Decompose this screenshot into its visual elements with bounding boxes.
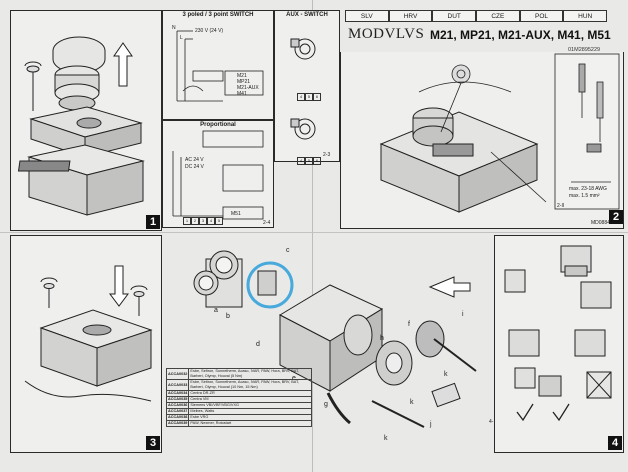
adapter-code: ACCA0035 [165,396,190,403]
panel-1: 1 [10,10,162,231]
panel-4-orientation-drawing [504,245,612,422]
callout-k3: k [384,435,388,442]
wiring-label-m21-aux: M21-AUX [237,85,259,91]
section-title-aux: AUX - SWITCH [286,12,328,18]
prop-terminal-2: 2 [191,217,199,225]
wiring-label-mp21: MP21 [237,79,251,85]
prop-terminal-1: 1 [183,217,191,225]
aux-terminal-4b: 4 [297,157,305,165]
wiring-label-n: N [172,25,176,31]
brand-logo: MODVLVS [348,26,425,42]
proportional-model-label: M51 [231,211,241,217]
panel-4: 4- 4 [489,235,624,453]
panel-2-terminal-drawing [379,53,620,213]
wiring-diagram-3point: 3 poled / 3 point SWITCH N L 230 V (24 V… [162,10,274,120]
lang-hun: HUN [563,10,608,22]
panel-1-actuator-drawing [17,36,145,216]
panel-2-number: 2 [609,210,623,224]
lang-hrv: HRV [388,10,433,22]
drawing-id: MD0884343 [591,220,619,226]
wire-note-mm2: max. 1.5 mm² [569,193,600,199]
exploded-view-drawing [193,250,477,428]
adapter-code: ACCA0036 [165,402,190,409]
prop-terminal-4: 4 [207,217,215,225]
callout-d: d [256,341,260,348]
proportional-schematic [172,130,264,220]
aux-terminal-5: 5 [305,93,313,101]
callout-b: b [226,313,230,320]
adapter-code: ACCA0033 [165,379,190,391]
panel-2-ref: 2-II [557,203,565,209]
section-title-proportional: Proportional [200,122,236,128]
callout-f: f [408,321,410,328]
lang-pol: POL [519,10,564,22]
proportional-ref: 2-4 [263,220,271,226]
wiring-label-m41: M41 [237,91,247,97]
prop-terminal-3: 3 [199,217,207,225]
adapter-code: ACCA0034 [165,390,190,397]
panel-3-mounting-drawing [24,265,153,402]
adapter-code: ACCA0032 [165,368,190,380]
wiring-label-l: L [180,35,183,41]
adapter-code: ACCA0037 [165,408,190,415]
document-number: 01M2895229 [568,47,601,53]
adapter-description: Esbe, Seltron, Sonnetherm, Acaso, IVAR, … [188,379,312,391]
callout-g: g [324,401,328,408]
aux-terminal-5b: 5 [305,157,313,165]
section-title-3point: 3 poled / 3 point SWITCH [182,12,254,18]
highlight-circle [246,261,294,309]
lang-slv: SLV [345,10,389,22]
exploded-view: a b c d e f g h i j k k k [162,235,492,451]
callout-i: i [462,311,464,318]
adapter-description: Esbe, Seltron, Sonnetherm, Acaso, IVAR, … [188,368,312,380]
aux-terminal-6b: 6 [313,157,321,165]
aux-terminal-6: 6 [313,93,321,101]
fold-line-vertical [312,0,313,472]
callout-k1: k [444,371,448,378]
adapter-code: ACCA0038 [165,414,190,421]
lang-dut: DUT [432,10,477,22]
voltage-ac24: AC 24 V [185,157,204,163]
language-row: SLV HRV DUT CZE POL HUN [345,10,608,22]
panel-3: 3 [10,235,162,453]
panel-3-number: 3 [146,436,160,450]
lang-cze: CZE [476,10,520,22]
prop-terminal-5: 5 [215,217,223,225]
panel-1-number: 1 [146,215,160,229]
model-list: M21, MP21, M21-AUX, M41, M51 [430,28,611,42]
wire-note-awg: max. 23-18 AWG [569,186,607,192]
panel-4-ref: 4- [489,419,494,425]
adapter-code: ACCA0039 [165,420,190,427]
panel-4-number: 4 [608,436,622,450]
fold-line-horizontal [0,232,628,233]
panel-2: max. 23-18 AWG max. 1.5 mm² 2-II MD08843… [340,52,624,229]
wiring-label-m21: M21 [237,73,247,79]
aux-ref: 2-3 [323,152,331,158]
adapter-description: PAW, Nexmer, Rotostart [188,420,312,427]
callout-j: j [430,421,432,428]
callout-k2: k [410,399,414,406]
wiring-label-voltage: 230 V (24 V) [195,28,224,34]
callout-a: a [214,307,218,314]
callout-h: h [380,335,384,342]
aux-terminal-4: 4 [297,93,305,101]
aux-switch-drawing [290,38,316,140]
wiring-3point-schematic [176,30,264,102]
voltage-dc24: DC 24 V [185,164,204,170]
callout-c: c [286,247,290,254]
